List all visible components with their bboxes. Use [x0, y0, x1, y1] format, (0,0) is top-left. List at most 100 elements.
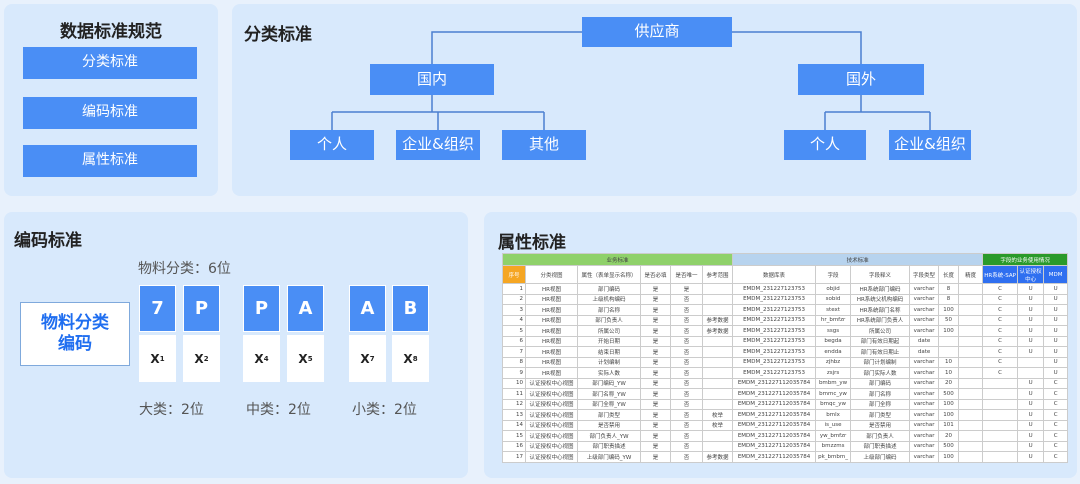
table-cell: 上级机构编码 — [577, 293, 641, 305]
table-cell: U — [1043, 304, 1069, 316]
table-cell: 8 — [502, 356, 526, 368]
table-cell: 否 — [670, 419, 703, 431]
table-cell: 12 — [502, 398, 526, 410]
table-cell — [958, 367, 984, 379]
table-cell: C — [1043, 388, 1069, 400]
nav-coding-button[interactable]: 编码标准 — [23, 97, 197, 129]
position-letter: X — [150, 351, 160, 366]
table-cell: varchar — [909, 451, 940, 463]
table-cell — [701, 283, 734, 295]
table-cell: 部门全称_YW — [577, 398, 641, 410]
table-cell: 10 — [938, 356, 960, 368]
table-cell: 认证授权中心视图 — [525, 409, 578, 421]
table-cell: 7 — [502, 346, 526, 358]
table-cell — [938, 346, 960, 358]
attribute-title: 属性标准 — [498, 233, 566, 253]
table-cell: 参考数据 — [701, 325, 734, 337]
table-cell: HR系统父机构编码 — [850, 293, 911, 305]
table-cell: C — [982, 325, 1019, 337]
table-cell: 参考数据 — [701, 314, 734, 326]
table-cell — [701, 430, 734, 442]
minor-class-label: 小类：2位 — [352, 402, 417, 418]
tree-node-foreign: 国外 — [798, 64, 924, 95]
column-header: 是否必填 — [640, 265, 671, 284]
table-cell: 部门职责描述 — [577, 440, 641, 452]
table-cell: U — [1017, 325, 1045, 337]
table-cell: U — [1043, 356, 1069, 368]
tree-node-domestic: 国内 — [370, 64, 494, 95]
position-letter: X — [298, 351, 308, 366]
table-cell — [701, 367, 734, 379]
code-char-3: P — [243, 285, 280, 332]
tree-node-domestic-other: 其他 — [502, 130, 586, 160]
position-letter: X — [403, 351, 413, 366]
middle-class-label: 中类：2位 — [246, 402, 311, 418]
table-cell: 是 — [640, 409, 671, 421]
table-cell: 部门计划编制 — [850, 356, 911, 368]
table-cell: HR视图 — [525, 304, 578, 316]
table-cell — [958, 440, 984, 452]
table-cell: date — [909, 346, 940, 358]
table-cell: 1 — [502, 283, 526, 295]
column-header: 是否唯一 — [670, 265, 703, 284]
table-cell: 认证授权中心视图 — [525, 377, 578, 389]
table-cell: EMDM_231227112035784 — [732, 440, 817, 452]
table-cell: U — [1017, 283, 1045, 295]
table-cell — [958, 293, 984, 305]
table-cell: U — [1043, 346, 1069, 358]
table-cell: 部门编码 — [577, 283, 641, 295]
table-cell: U — [1017, 430, 1045, 442]
table-cell: 3 — [502, 304, 526, 316]
table-cell: 部门负责人_YW — [577, 430, 641, 442]
code-char-6: B — [392, 285, 429, 332]
nav-classification-button[interactable]: 分类标准 — [23, 47, 197, 79]
tree-node-foreign-enterprise: 企业&组织 — [889, 130, 971, 160]
table-cell: 否 — [670, 440, 703, 452]
table-cell: HR视图 — [525, 346, 578, 358]
table-cell: 枚举 — [701, 409, 734, 421]
table-cell: EMDM_231227123753 — [732, 283, 817, 295]
table-cell: 部门名称 — [850, 388, 911, 400]
table-cell: EMDM_231227112035784 — [732, 377, 817, 389]
position-index: 7 — [369, 354, 375, 363]
table-cell: C — [982, 367, 1019, 379]
table-cell: U — [1043, 335, 1069, 347]
table-cell: 是 — [640, 304, 671, 316]
table-cell — [1017, 367, 1045, 379]
table-cell: 否 — [670, 346, 703, 358]
table-cell — [958, 325, 984, 337]
table-cell: 计划编制 — [577, 356, 641, 368]
table-cell: C — [1043, 398, 1069, 410]
table-cell: 部门名称_YW — [577, 388, 641, 400]
table-cell: 上级部门编码_YW — [577, 451, 641, 463]
table-cell: 参考数据 — [701, 451, 734, 463]
column-header: 序号 — [502, 265, 526, 284]
group-header-usage: 字段的业务使用情况 — [982, 253, 1069, 266]
column-header: 字段类型 — [909, 265, 940, 284]
table-cell: 101 — [938, 419, 960, 431]
table-cell: 15 — [502, 430, 526, 442]
table-cell: 认证授权中心视图 — [525, 430, 578, 442]
table-cell — [701, 398, 734, 410]
position-index: 5 — [307, 354, 313, 363]
table-cell: 是 — [640, 356, 671, 368]
table-cell: C — [1043, 409, 1069, 421]
table-cell: 10 — [502, 377, 526, 389]
table-cell — [982, 430, 1019, 442]
column-header: 长度 — [938, 265, 960, 284]
table-cell: U — [1043, 293, 1069, 305]
nav-attribute-button[interactable]: 属性标准 — [23, 145, 197, 177]
position-index: 8 — [412, 354, 418, 363]
